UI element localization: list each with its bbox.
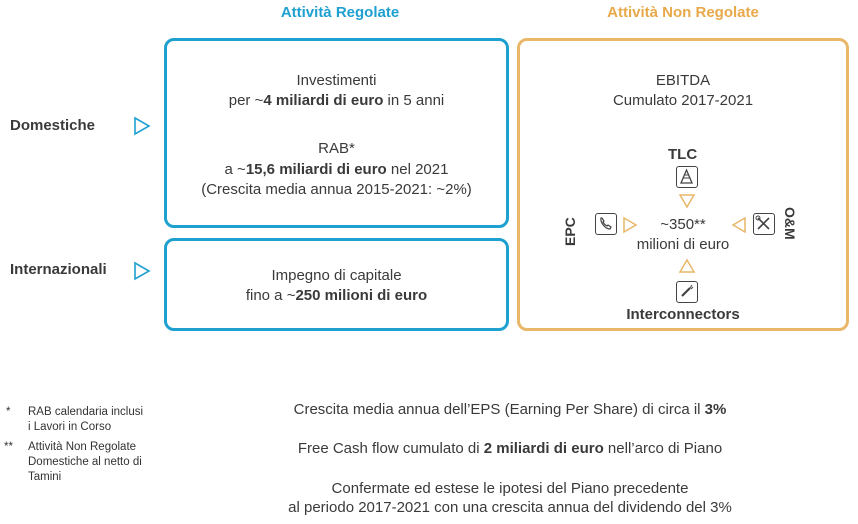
- tools-icon: [753, 213, 775, 235]
- epc-label: EPC: [562, 217, 578, 246]
- om-label: O&M: [782, 207, 798, 240]
- triangle-arrow-icon: [134, 116, 151, 136]
- triangle-arrow-icon: [678, 258, 696, 273]
- header-non-regolate: Attività Non Regolate: [607, 4, 759, 21]
- footnote-text-2: Attività Non Regolate Domestiche al nett…: [28, 441, 142, 483]
- box-internazionali-regolate: Impegno di capitale fino a ~250 milioni …: [164, 238, 509, 331]
- box-non-regolate: EBITDA Cumulato 2017-2021 TLC EPC ~350**…: [517, 38, 849, 331]
- header-regolate: Attività Regolate: [280, 4, 400, 21]
- triangle-arrow-icon: [731, 216, 746, 234]
- impegno-label: Impegno di capitale: [271, 267, 402, 284]
- rab-label: RAB*: [318, 140, 355, 157]
- investimenti-label: Investimenti: [296, 72, 377, 89]
- ebitda-period: Cumulato 2017-2021: [612, 92, 754, 109]
- dividend-statement-line2: al periodo 2017-2021 con una crescita an…: [288, 499, 732, 516]
- row-label-domestiche: Domestiche: [10, 117, 96, 134]
- ebitda-center-unit: milioni di euro: [636, 236, 730, 253]
- rab-value: a ~15,6 miliardi di euro nel 2021: [224, 161, 449, 178]
- tower-icon: [676, 166, 698, 188]
- dividend-statement-line1: Confermate ed estese le ipotesi del Pian…: [331, 480, 689, 497]
- investimenti-value: per ~4 miliardi di euro in 5 anni: [228, 92, 445, 109]
- triangle-arrow-icon: [678, 194, 696, 209]
- footnote-text-1: RAB calendaria inclusi i Lavori in Corso: [28, 406, 144, 433]
- fcf-statement: Free Cash flow cumulato di 2 miliardi di…: [297, 440, 723, 457]
- footnote-mark-2: **: [4, 441, 13, 453]
- box-domestiche-regolate: Investimenti per ~4 miliardi di euro in …: [164, 38, 509, 228]
- footnote-mark-1: *: [6, 406, 11, 418]
- ebitda-label: EBITDA: [655, 72, 711, 89]
- phone-icon: [595, 213, 617, 235]
- tlc-label: TLC: [668, 146, 698, 163]
- cable-icon: [676, 281, 698, 303]
- triangle-arrow-icon: [134, 261, 151, 281]
- ebitda-center-value: ~350**: [660, 216, 706, 233]
- row-label-internazionali: Internazionali: [10, 261, 107, 278]
- rab-growth: (Crescita media annua 2015-2021: ~2%): [201, 181, 472, 198]
- triangle-arrow-icon: [623, 216, 638, 234]
- interconnectors-label: Interconnectors: [626, 306, 740, 323]
- eps-statement: Crescita media annua dell’EPS (Earning P…: [293, 401, 727, 418]
- impegno-value: fino a ~250 milioni di euro: [245, 287, 428, 304]
